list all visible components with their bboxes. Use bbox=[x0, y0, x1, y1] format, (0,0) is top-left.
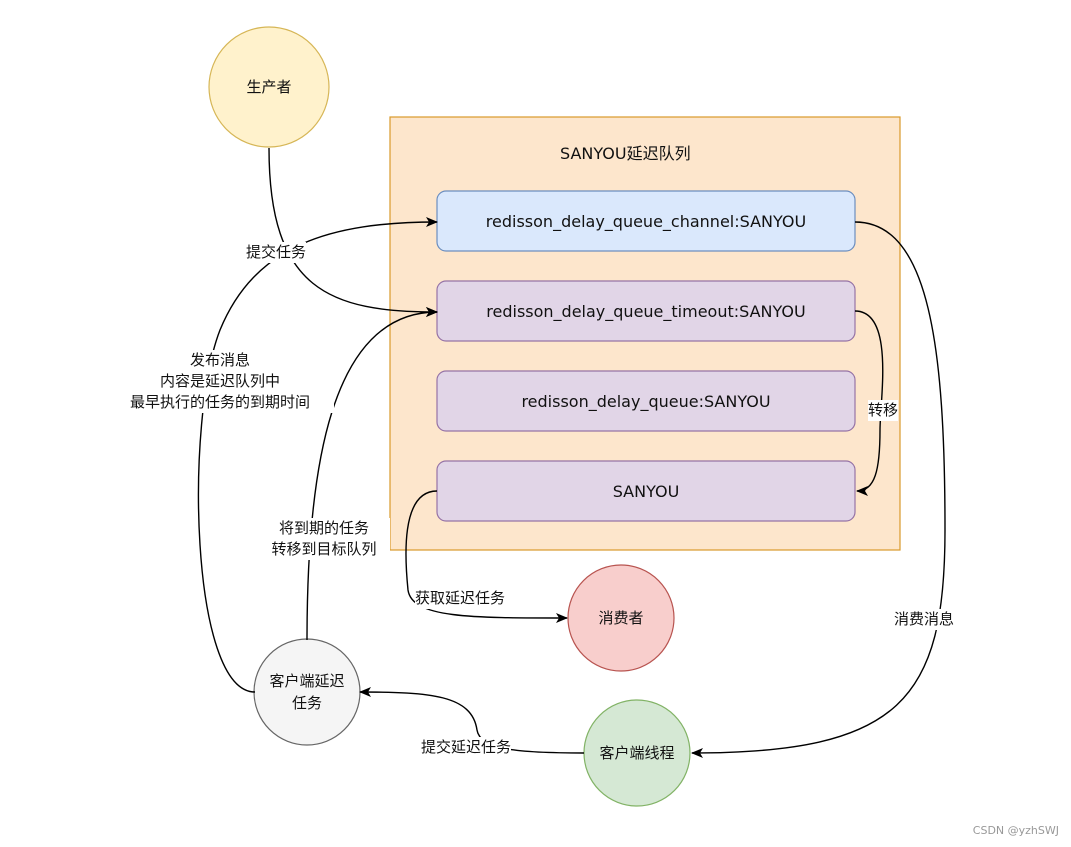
queue-box-delay bbox=[436, 370, 856, 432]
watermark: CSDN @yzhSWJ bbox=[972, 824, 1059, 837]
producer-node bbox=[208, 26, 330, 148]
queue-group-title: SANYOU延迟队列 bbox=[560, 144, 691, 163]
client-thread-label: 客户端线程 bbox=[599, 744, 675, 762]
queue-label-channel: redisson_delay_queue_channel:SANYOU bbox=[485, 211, 807, 231]
edge-label-publish-message: 发布消息 内容是延迟队列中 最早执行的任务的到期时间 bbox=[106, 350, 334, 413]
queue-label-delay: redisson_delay_queue:SANYOU bbox=[521, 391, 771, 411]
edge-thread-to-client-task bbox=[359, 687, 585, 754]
edge-label-submit-delayed: 提交延迟任务 bbox=[421, 737, 512, 758]
edge-label-move-expired: 将到期的任务 转移到目标队列 bbox=[258, 518, 390, 560]
edge-label-fetch-delayed: 获取延迟任务 bbox=[415, 588, 506, 609]
producer-label: 生产者 bbox=[246, 78, 292, 96]
edge-publish-to-channel bbox=[197, 217, 438, 693]
consumer-label: 消费者 bbox=[598, 609, 644, 627]
queue-label-target: SANYOU bbox=[612, 481, 680, 501]
queue-label-timeout: redisson_delay_queue_timeout:SANYOU bbox=[486, 301, 806, 321]
edge-label-submit-task: 提交任务 bbox=[246, 242, 307, 263]
edge-label-consume-message: 消费消息 bbox=[894, 609, 955, 630]
consumer-node bbox=[567, 564, 675, 672]
edge-fetch-to-consumer bbox=[405, 490, 568, 623]
client-delay-task-label: 客户端延迟 任务 bbox=[269, 672, 345, 712]
edge-transfer bbox=[854, 310, 884, 496]
edge-producer-to-timeout bbox=[268, 147, 438, 317]
edge-channel-to-client-thread bbox=[691, 221, 946, 758]
edge-label-transfer: 转移 bbox=[868, 400, 899, 421]
